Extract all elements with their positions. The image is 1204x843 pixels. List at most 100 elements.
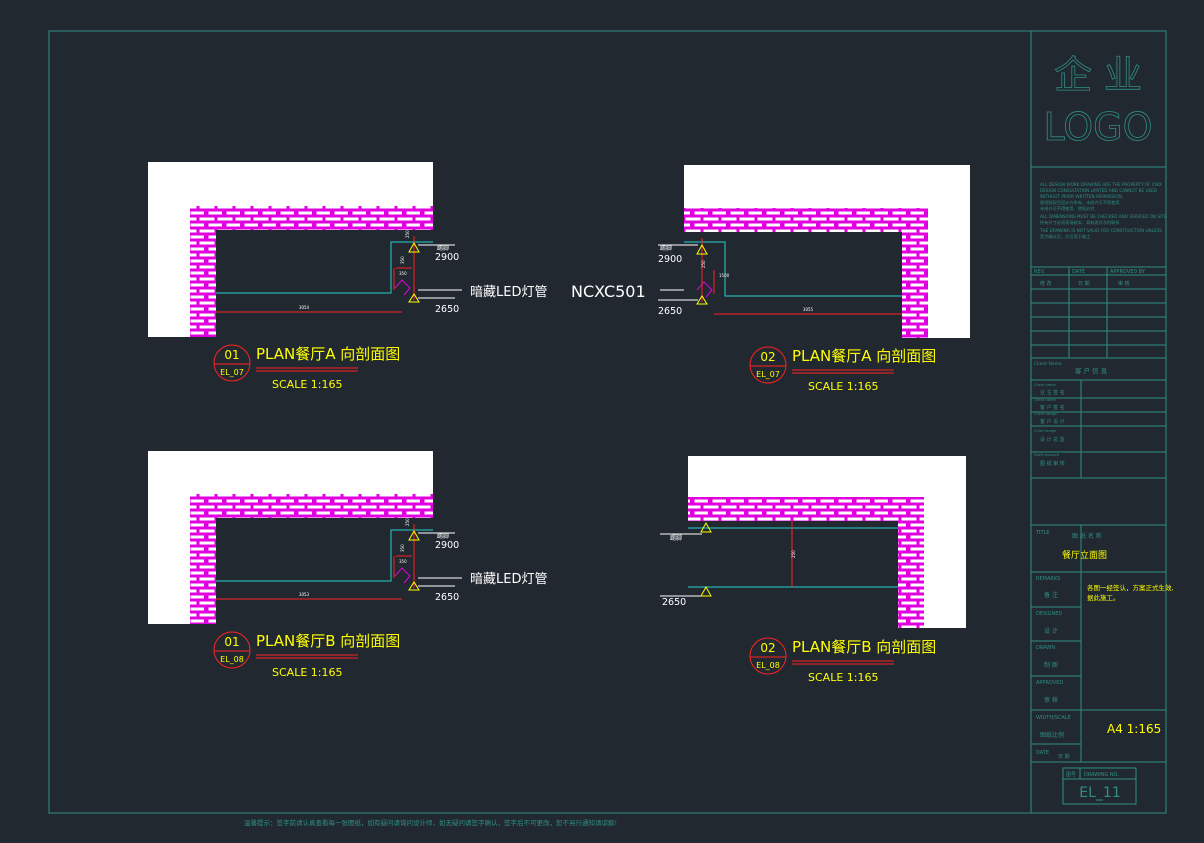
view-ref: EL_08 [220, 655, 244, 664]
role-value: 业 主 签 名 [1040, 389, 1065, 396]
approved-label: APPROVED [1036, 680, 1063, 686]
date-label: DATE [1036, 750, 1049, 756]
notice-line: THE DRAWING IS NOT VALID FOR CONSTRUCTIO… [1039, 228, 1162, 233]
logo-text-cn: 企 业 [1054, 53, 1142, 97]
dim-text: 3053 [299, 592, 310, 597]
level-bottom: 2650 [435, 304, 459, 315]
level-top: 2900 [435, 540, 459, 551]
room-interior [216, 230, 433, 337]
role-value: 客 户 签 名 [1040, 404, 1065, 411]
rev-subheader: 修 改 [1040, 280, 1052, 287]
led-strip [394, 279, 411, 296]
date-cn: 日 期 [1058, 754, 1070, 760]
level-top: 2900 [435, 252, 459, 263]
rev-header: REV. [1034, 269, 1045, 275]
notice-line: 图纸版权归设计方所有，未经许可不得使用 [1040, 199, 1120, 206]
view-bubble [749, 637, 787, 675]
scale-value: A4 1:165 [1107, 722, 1161, 736]
scale-cn: 图纸比例 [1040, 731, 1064, 739]
brick-wall [688, 497, 924, 521]
brick-wall [190, 494, 433, 518]
dim-text: 350 [399, 271, 407, 276]
view-ref: EL_07 [756, 370, 780, 379]
dim-text: 250 [405, 230, 410, 238]
brick-wall [190, 494, 216, 624]
dim-text: 350 [400, 544, 405, 552]
view-number: 02 [760, 641, 775, 655]
logo-text: LOGO [1043, 105, 1152, 149]
date-subheader: 日 期 [1078, 281, 1090, 287]
level-marker [408, 293, 420, 303]
view-bubble [213, 344, 251, 382]
level-marker [408, 241, 420, 253]
approved-header: APPROVED BY [1110, 269, 1146, 275]
view-bubble [749, 346, 787, 384]
view-scale: SCALE 1:165 [272, 378, 342, 391]
view-number: 01 [224, 348, 239, 362]
approved-cn: 审 核 [1044, 696, 1058, 704]
role-label: Client name [1034, 398, 1057, 402]
designed-cn: 设 计 [1044, 627, 1058, 635]
dim-text: 1500 [719, 273, 730, 278]
level-bottom: 2650 [662, 597, 686, 608]
title-block: 企 业 LOGO ALL DESIGN WORK DRAWING ARE THE… [1031, 53, 1174, 805]
outer-frame [48, 30, 1167, 814]
remarks-label: REMARKS [1036, 576, 1060, 582]
dim-text: 350 [400, 256, 405, 264]
notice-line: WITHOUT PRIOR WRITTEN PERMISSION. [1040, 194, 1123, 199]
brick-wall [902, 208, 928, 338]
ceiling-drop [216, 241, 433, 294]
role-label: Chief design [1034, 429, 1056, 433]
skirting-tag: 踢脚 [670, 534, 682, 542]
revision-table [1031, 266, 1166, 359]
led-strip [696, 281, 713, 298]
client-label: Client Name [1034, 361, 1062, 367]
skirting-tag: 踢脚 [437, 532, 449, 540]
level-marker [700, 521, 712, 533]
led-label: 暗藏LED灯管 [470, 572, 547, 587]
ceiling-drop [684, 241, 902, 297]
notice-line: DESIGN CONSULTATION LIMITED AND CANNOT B… [1040, 188, 1157, 193]
view-scale: SCALE 1:165 [272, 666, 342, 679]
room-interior [684, 232, 902, 338]
view-scale: SCALE 1:165 [808, 671, 878, 684]
skirting-tag: 踢脚 [660, 244, 672, 252]
skirting-tag: 踢脚 [437, 244, 449, 252]
elevation-view-4: 250 踢脚 2650 02 EL_08 PLAN餐厅B 向剖面图 SCALE … [660, 456, 966, 684]
level-top: 2900 [658, 254, 682, 265]
role-label: Draft approve [1034, 453, 1060, 457]
drawing-no-label: DRAWING NO. [1084, 772, 1119, 778]
view-scale: SCALE 1:165 [808, 380, 878, 393]
date-header: DATE [1072, 269, 1085, 275]
dim-text: 250 [701, 260, 706, 268]
view-ref: EL_07 [220, 368, 244, 377]
role-value: 图 纸 审 核 [1040, 460, 1065, 467]
brick-wall [684, 208, 928, 232]
view-title: PLAN餐厅A 向剖面图 [792, 347, 936, 365]
title-cn: 图 纸 名 称 [1072, 532, 1102, 540]
view-number: 02 [760, 350, 775, 364]
view-title: PLAN餐厅B 向剖面图 [792, 638, 936, 656]
view-ref: EL_08 [756, 661, 780, 670]
drawn-label: DRAWN [1036, 645, 1055, 651]
drawing-no: EL_11 [1079, 785, 1120, 801]
scale-label: WIDTH/SCALE [1036, 715, 1071, 721]
role-value: 客 户 设 计 [1040, 418, 1065, 425]
dim-text: 3055 [803, 307, 814, 312]
brick-wall [190, 206, 433, 230]
dim-text: 3054 [299, 305, 310, 310]
elevation-view-1: 3054 350 350 250 踢脚 2900 2650 暗藏LED灯管 01… [148, 162, 547, 391]
dim-text: 250 [791, 550, 796, 558]
view-bubble [213, 631, 251, 669]
title-label: TITLE [1035, 530, 1050, 536]
ceiling-drop [216, 529, 433, 582]
client-value: 客 户 信 息 [1075, 366, 1108, 375]
dim-text: 350 [399, 559, 407, 564]
room-interior [688, 521, 898, 628]
drawn-cn: 制 图 [1044, 661, 1058, 669]
view-title: PLAN餐厅B 向剖面图 [256, 632, 400, 650]
remarks-value: 据此施工。 [1087, 593, 1120, 602]
approved-subheader: 审 核 [1118, 280, 1130, 287]
view-number: 01 [224, 635, 239, 649]
level-bottom: 2650 [658, 306, 682, 317]
